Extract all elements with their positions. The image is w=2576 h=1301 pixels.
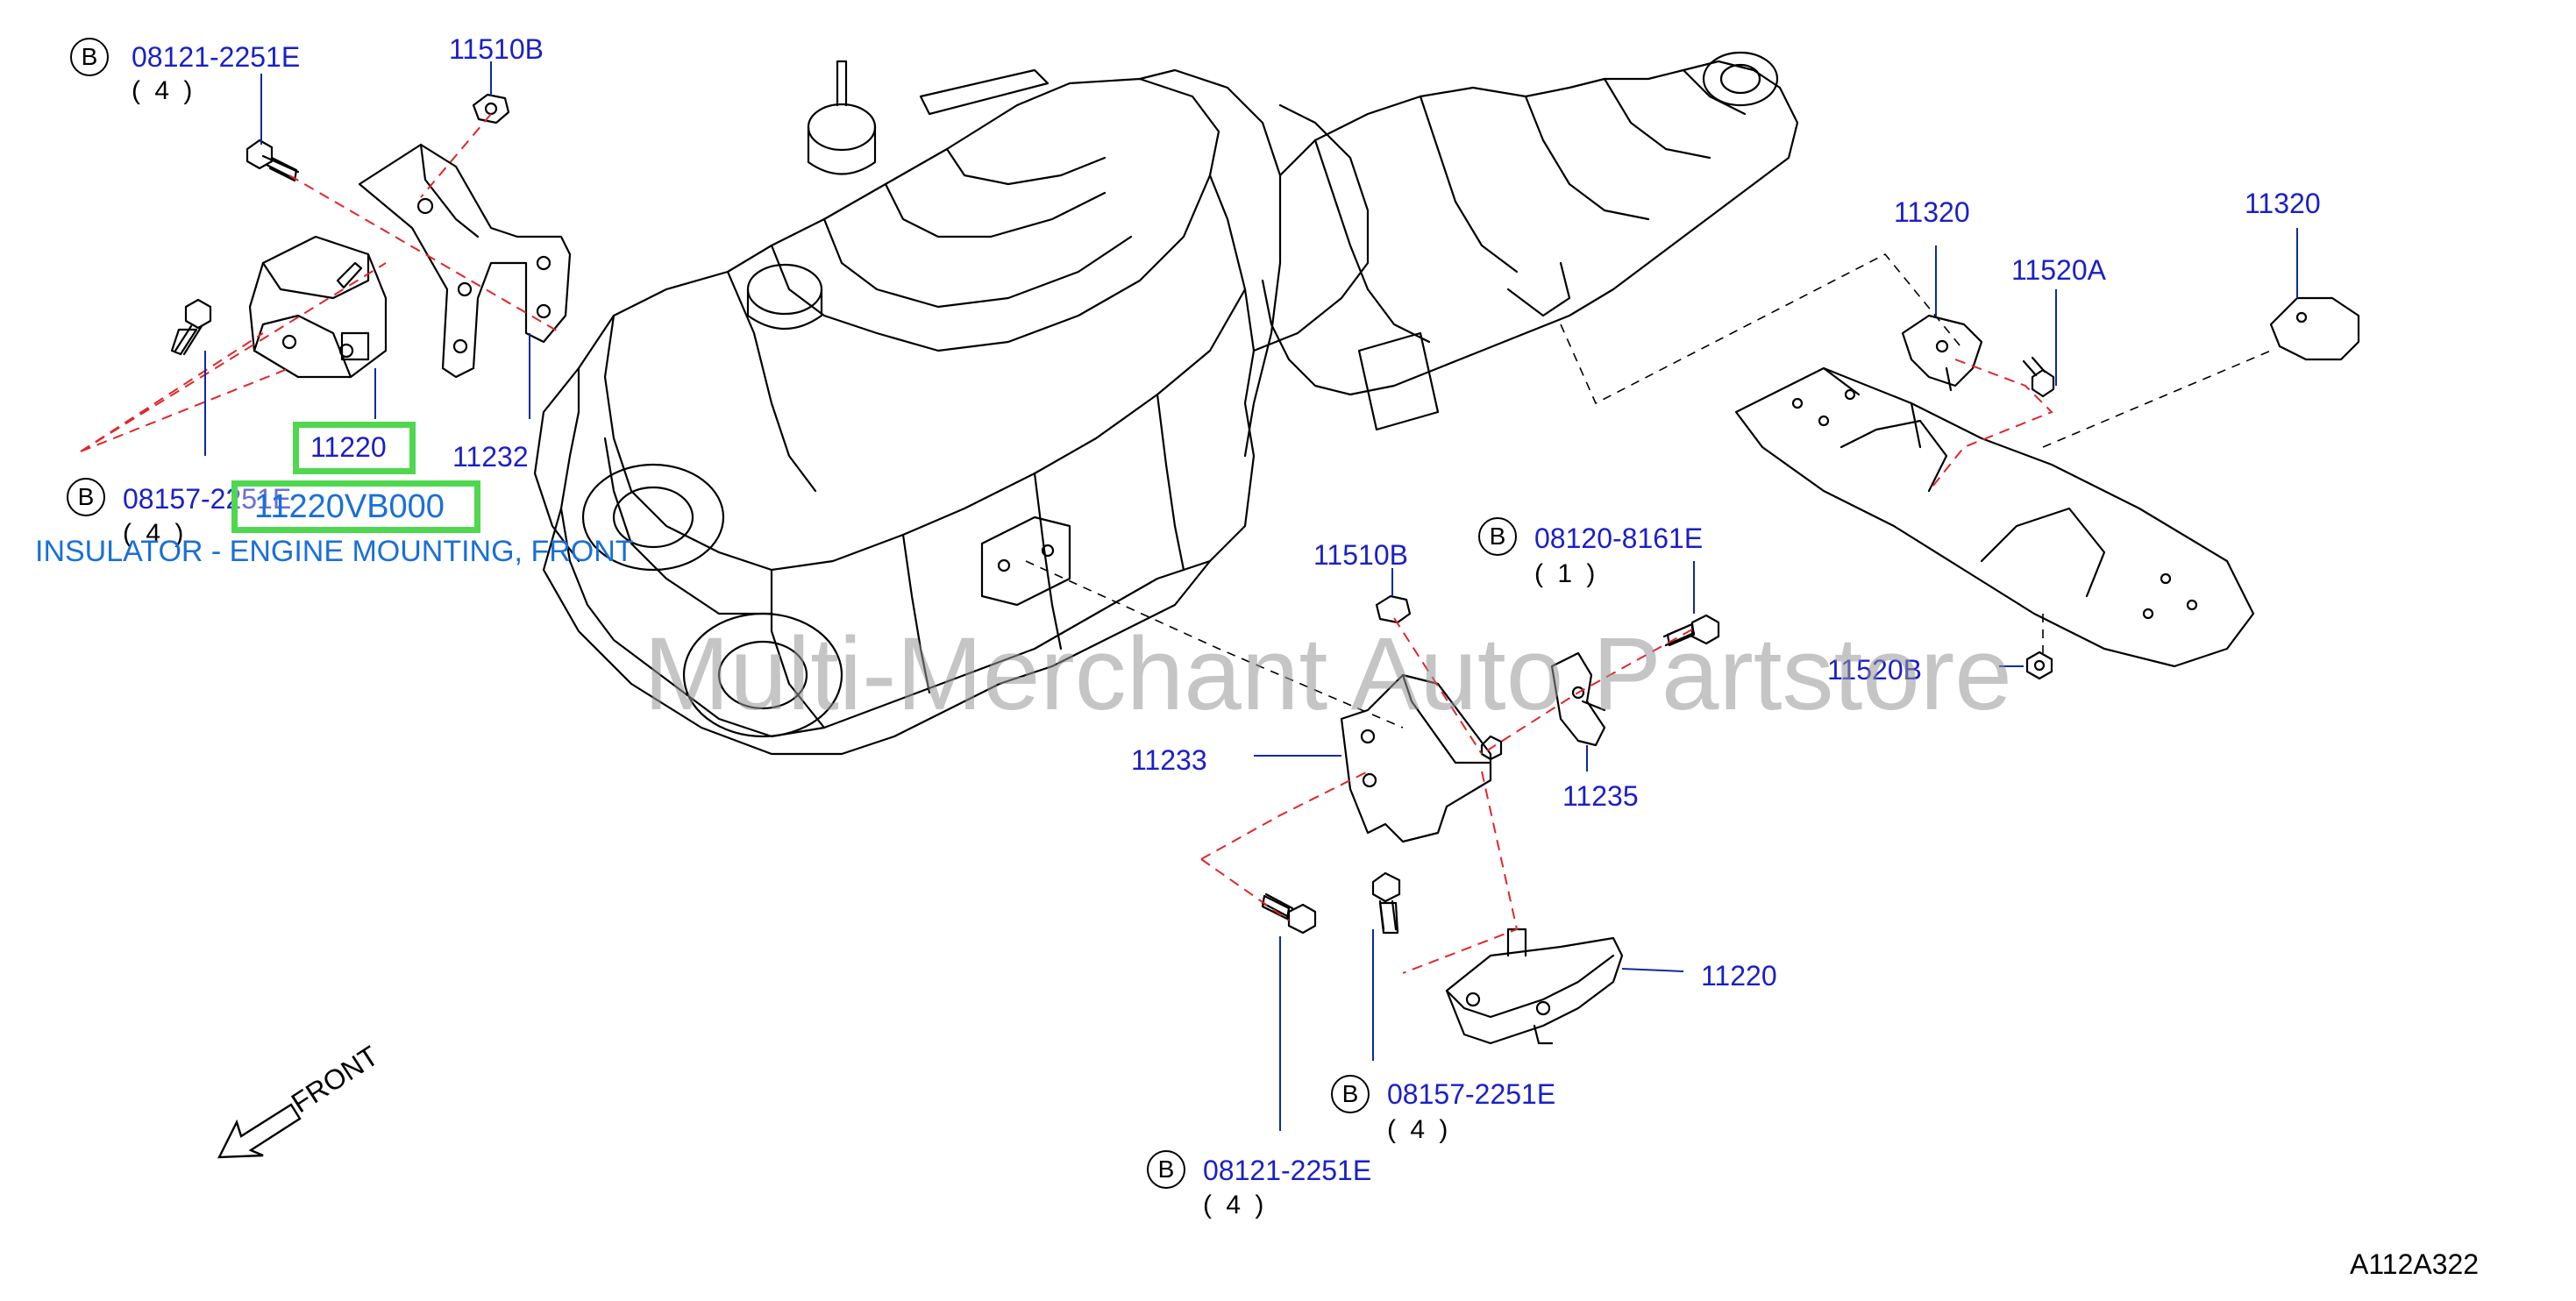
insulator-11220-rear-drawing xyxy=(1445,928,1624,1045)
bolt-11520a-drawing xyxy=(2022,356,2055,398)
callout-08121-2251e-top[interactable]: 08121-2251E xyxy=(132,41,301,73)
red-guide-lines xyxy=(80,113,2053,974)
callout-11232[interactable]: 11232 xyxy=(452,441,529,473)
bracket-11232-drawing xyxy=(358,93,572,379)
insulator-11320-b-drawing xyxy=(2269,296,2360,361)
prefix-b-marker: B xyxy=(70,38,109,76)
bolt-08121-bottom-drawing xyxy=(1261,892,1317,935)
prefix-b-marker: B xyxy=(67,478,105,516)
prefix-b-marker: B xyxy=(1331,1075,1370,1113)
quantity-08121-bottom: ( 4 ) xyxy=(1203,1191,1268,1219)
callout-11220-rear[interactable]: 11220 xyxy=(1701,960,1777,992)
crossmember-drawing xyxy=(1734,366,2255,668)
highlighted-part-number[interactable]: 11220VB000 xyxy=(254,488,445,525)
front-insulator-left-drawing xyxy=(248,235,388,379)
callout-11220-front[interactable]: 11220 xyxy=(310,431,387,463)
black-guide-lines xyxy=(1025,252,2272,729)
nut-11520b-drawing xyxy=(2025,650,2053,680)
bolt-08121-top-drawing xyxy=(246,139,300,182)
callout-11510b-top[interactable]: 11510B xyxy=(449,33,544,65)
engine-block-drawing xyxy=(533,60,1370,756)
quantity-08157-left: ( 4 ) xyxy=(123,519,188,548)
transmission-drawing xyxy=(1261,51,1799,431)
prefix-b-marker: B xyxy=(1147,1150,1185,1189)
bolt-08157-bottom-drawing xyxy=(1371,871,1401,935)
callout-11233[interactable]: 11233 xyxy=(1131,744,1207,776)
diagram-code: A112A322 xyxy=(2350,1248,2480,1280)
quantity-08121-top: ( 4 ) xyxy=(132,76,196,105)
quantity-08120: ( 1 ) xyxy=(1534,559,1599,588)
front-arrow-icon xyxy=(217,1103,302,1159)
leader-lines xyxy=(204,61,2298,1131)
callout-11320-a[interactable]: 11320 xyxy=(1894,196,1970,228)
bracket-11233-drawing xyxy=(1340,594,1503,843)
watermark-text: Multi-Merchant Auto Partstore xyxy=(644,616,2012,732)
callout-11320-b[interactable]: 11320 xyxy=(2245,188,2321,219)
callout-08121-2251e-bottom[interactable]: 08121-2251E xyxy=(1203,1155,1372,1186)
callout-11235[interactable]: 11235 xyxy=(1562,780,1639,812)
callout-08157-2251e-bottom[interactable]: 08157-2251E xyxy=(1387,1078,1556,1110)
highlighted-part-description: INSULATOR - ENGINE MOUNTING, FRONT xyxy=(35,535,634,568)
insulator-11320-a-drawing xyxy=(1901,314,1983,392)
prefix-b-marker: B xyxy=(1478,517,1517,556)
highlight-box-part-number xyxy=(231,480,480,533)
bracket-11235-drawing xyxy=(1550,651,1606,747)
callout-11520b[interactable]: 11520B xyxy=(1827,654,1922,686)
highlight-box-11220 xyxy=(293,422,416,474)
callout-08120-8161e[interactable]: 08120-8161E xyxy=(1534,523,1704,554)
callout-11510b-mid[interactable]: 11510B xyxy=(1313,539,1408,571)
bolt-08157-left-drawing xyxy=(170,298,212,356)
callout-08157-2251e-left[interactable]: 08157-2251E xyxy=(123,483,292,515)
quantity-08157-bottom: ( 4 ) xyxy=(1387,1115,1452,1144)
callout-11520a[interactable]: 11520A xyxy=(2011,254,2106,286)
